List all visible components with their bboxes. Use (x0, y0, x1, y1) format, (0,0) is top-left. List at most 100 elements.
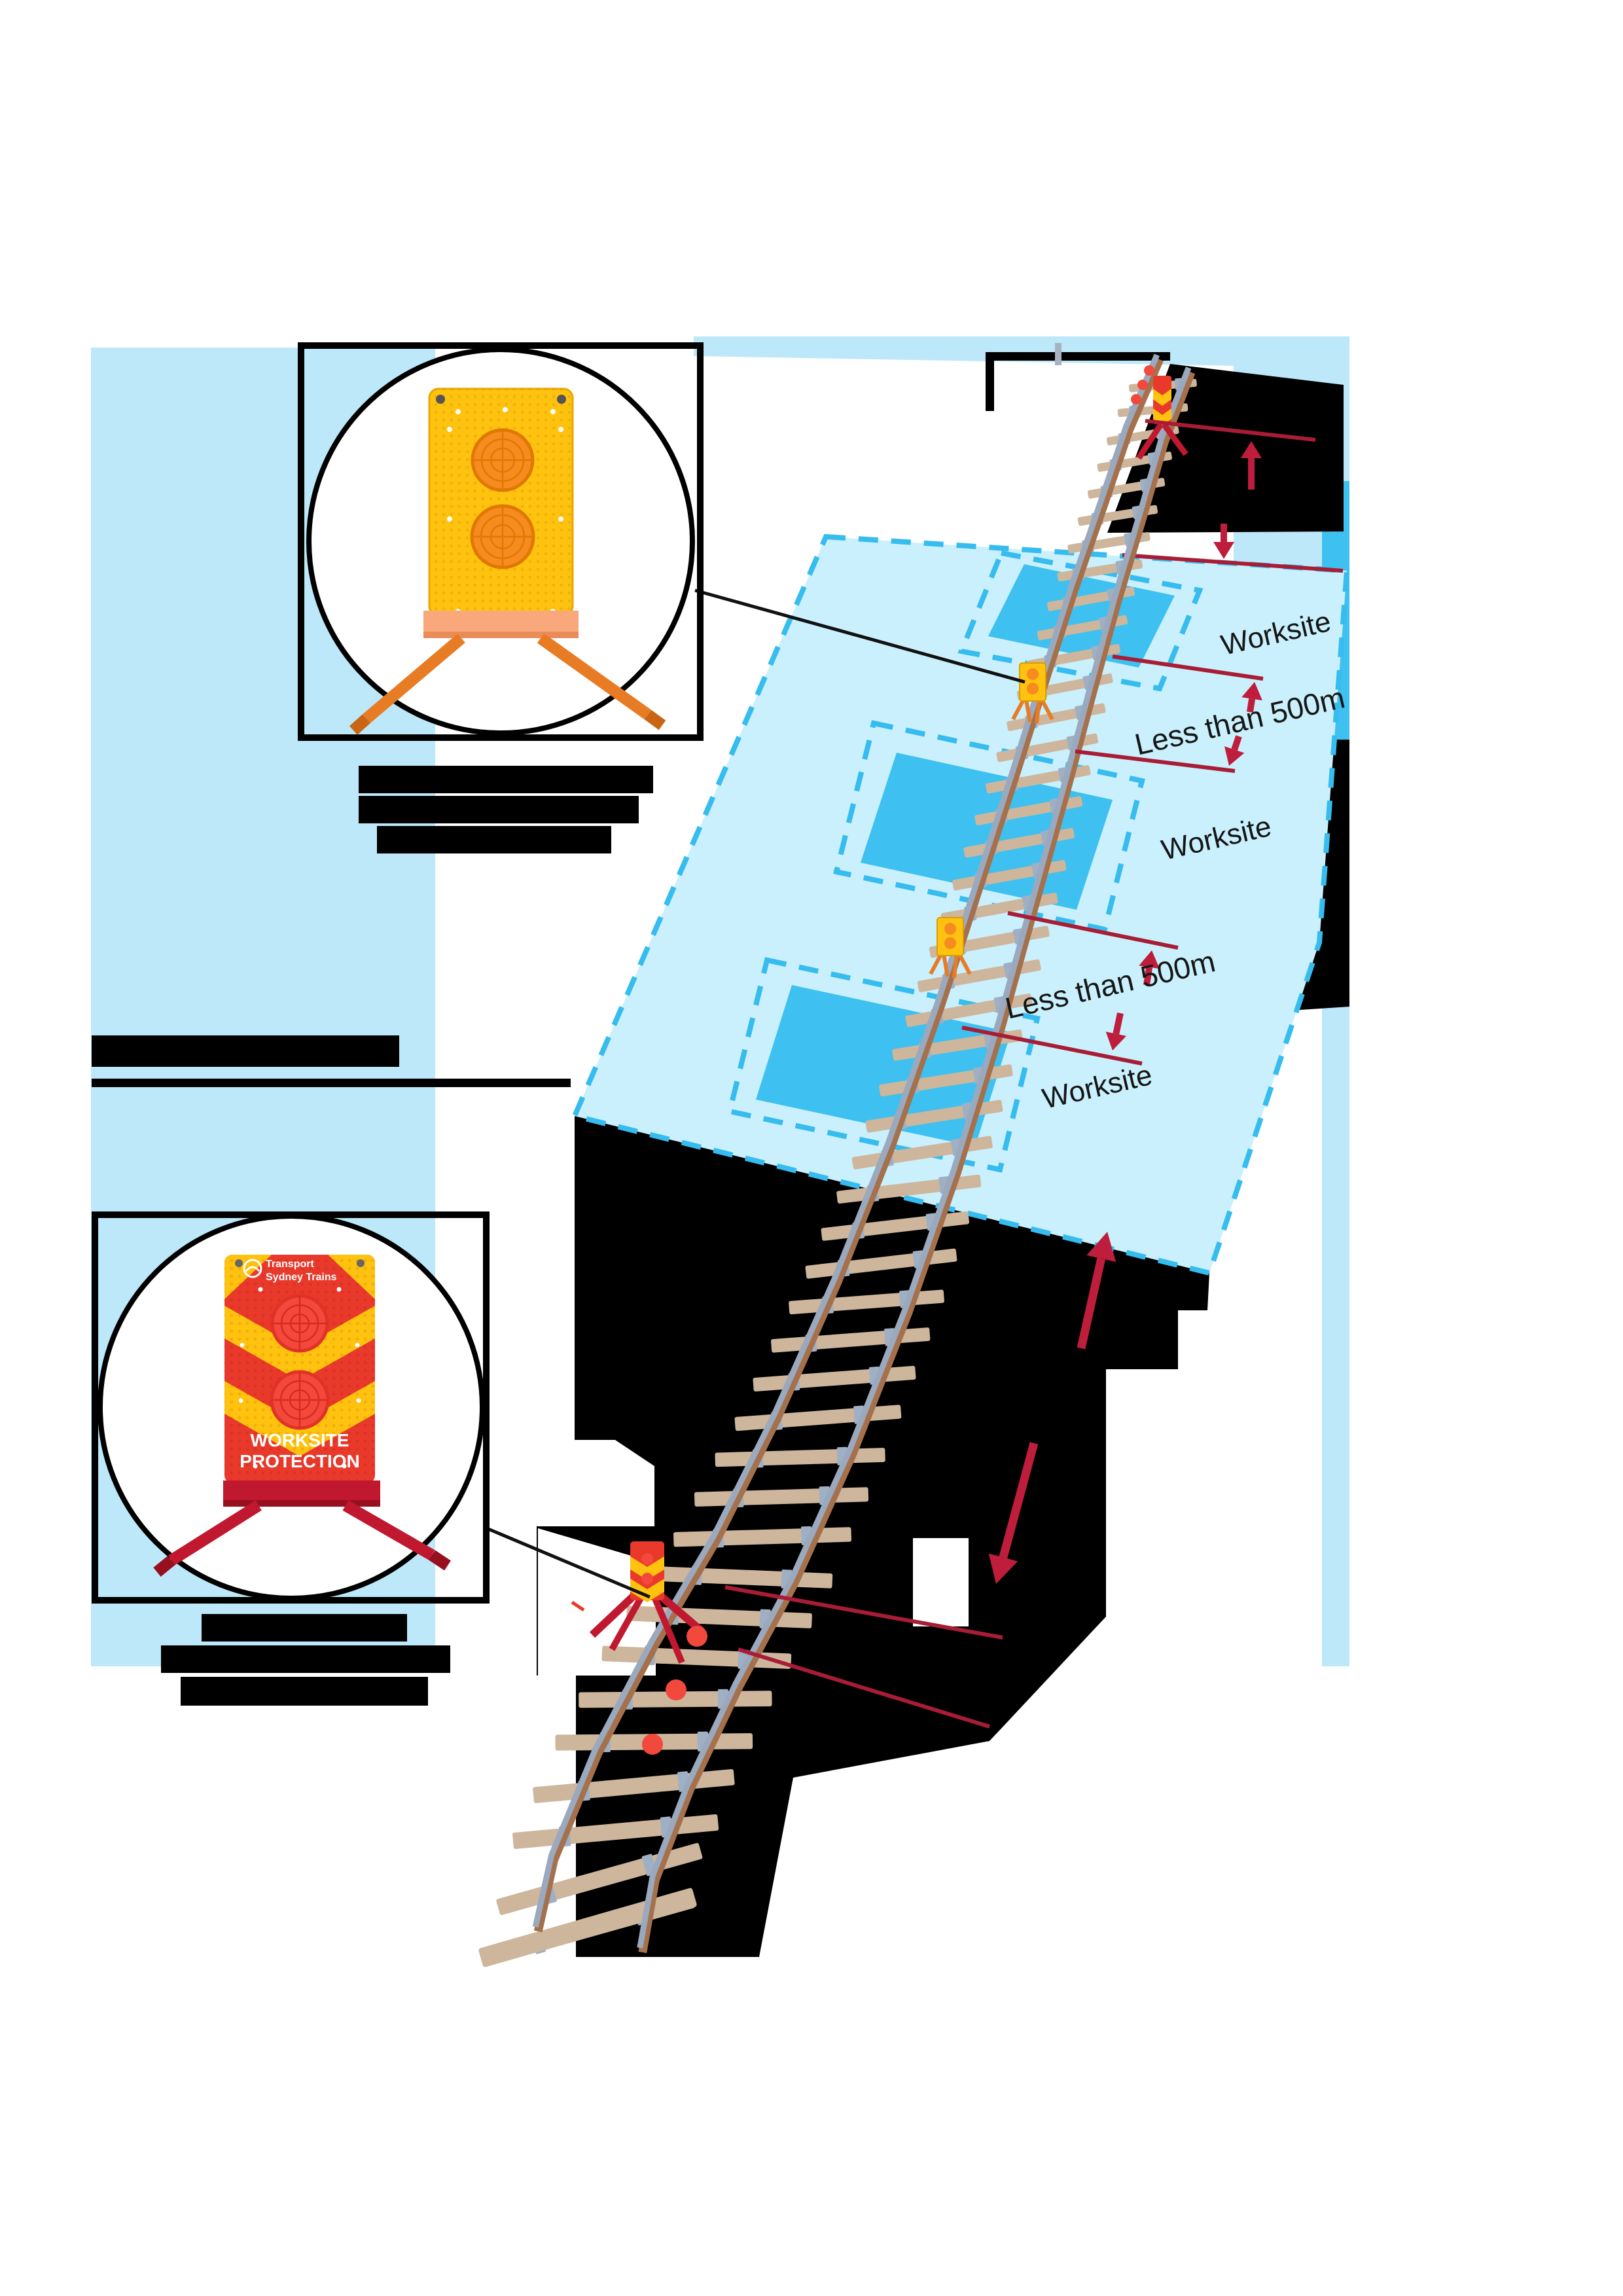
logo-text-2: Sydney Trains (266, 1272, 337, 1283)
protection-board-bottom (571, 1541, 704, 1664)
dimension-arrow-head (1105, 1031, 1127, 1050)
board-disc-icon (641, 1553, 653, 1565)
light-leg-icon (929, 953, 943, 975)
board-stand-base-edge (223, 1500, 380, 1507)
rail-shadow (638, 370, 1196, 1954)
board-leg-icon (1160, 420, 1188, 456)
chevron-stripe (630, 1579, 664, 1602)
stand-foot (644, 709, 666, 730)
inset1-frame (298, 342, 704, 741)
signal-pole (1055, 343, 1061, 365)
stand-foot (349, 714, 371, 735)
boundary-line (724, 1585, 1003, 1640)
light-leg-icon (1024, 699, 1032, 723)
mini-chevron-stripe (1153, 389, 1171, 406)
worksite3-dashed-outline (726, 957, 1041, 1173)
protection-board: Transport Sydney Trains WORKSITE PROTECT… (153, 1255, 451, 1577)
right-light-strip (1322, 1007, 1349, 1666)
logo-text-1: Transport (266, 1259, 314, 1270)
inset-warning-light-figure (298, 342, 704, 741)
white-pocket-sign (538, 1528, 656, 1676)
heading-rule (92, 1079, 571, 1087)
panel-texture (429, 389, 573, 615)
warning-light-board (349, 387, 666, 735)
caption2-text-block (202, 1614, 407, 1641)
stand-leg-icon (537, 633, 652, 720)
boundary-line (1145, 419, 1316, 442)
detonator-icon (666, 1679, 687, 1700)
dimension-arrow-shaft (1143, 966, 1153, 986)
mini-marker-stripe (571, 1600, 585, 1612)
dimension-arrow-head (1086, 1232, 1116, 1263)
stand-leg-icon (342, 1500, 435, 1560)
light-leg-icon (1040, 698, 1054, 721)
dimension-arrow-shaft (999, 1442, 1039, 1559)
board-rivets (238, 1287, 361, 1469)
dimension-arrow-shaft (1231, 735, 1242, 751)
black-frame-fragment-h (986, 352, 1170, 361)
detonator-icon (642, 1734, 663, 1755)
boundary-red-line-top-edge (1122, 553, 1344, 573)
stand-leg-icon (168, 1500, 262, 1566)
section-heading-block (92, 1035, 399, 1067)
detonator-icon (1137, 380, 1148, 390)
boundary-line (1007, 911, 1179, 950)
light-leg-icon (1035, 699, 1041, 724)
stand-leg-icon (363, 634, 465, 723)
callout-line-protection-board (488, 1527, 651, 1599)
transport-nsw-logo-icon (243, 1259, 262, 1278)
red-arrows (988, 441, 1262, 1584)
board-title-1: WORKSITE (251, 1430, 349, 1450)
obscured-text-blocks (92, 766, 653, 1706)
worksite3-block (756, 985, 1011, 1147)
dimension-arrow-head (1224, 746, 1245, 766)
dimension-arrow-head (988, 1553, 1018, 1584)
portable-warning-light-1 (1011, 662, 1054, 724)
dimension-arrow-shaft (1077, 1257, 1106, 1350)
dimension-arrow-head (1241, 682, 1262, 701)
boundary-line (961, 1026, 1143, 1066)
board-leg-icon (609, 1595, 645, 1651)
board-discs (270, 1294, 330, 1430)
rail-shadow (533, 357, 1164, 1933)
board-leg-icon (589, 1588, 641, 1638)
white-pocket-small (913, 1538, 969, 1626)
screw-icon (357, 1259, 365, 1267)
red-dimension-lines (724, 419, 1316, 1729)
dimension-arrow-shaft (1113, 1012, 1124, 1035)
inset-protection-board-figure: Transport Sydney Trains WORKSITE PROTECT… (92, 1211, 490, 1604)
light-stand-base-edge (423, 632, 579, 638)
boundary-line (738, 1647, 990, 1729)
worksite1-dashed-outline (957, 550, 1204, 692)
light-lens-icon (1027, 683, 1039, 694)
screw-icon (436, 395, 445, 404)
black-frame-fragment-v (986, 352, 994, 411)
light-leg-icon (942, 954, 950, 977)
light-body (936, 917, 964, 956)
portable-warning-light-2 (929, 917, 972, 978)
detonator-icon (687, 1626, 707, 1647)
worksite2-dashed-outline (833, 720, 1145, 933)
boundary-line (1075, 749, 1236, 773)
dimension-arrow-shaft (1247, 698, 1256, 713)
dimension-arrow-head (1139, 950, 1160, 969)
light-lens-icon (1027, 668, 1039, 680)
screw-icon (235, 1259, 243, 1267)
detonator-icon (1131, 394, 1141, 404)
detonator-icon (1144, 365, 1154, 376)
chevron-stripe (630, 1556, 664, 1580)
logo-arc (245, 1266, 260, 1272)
terminal-sleeper (478, 1888, 697, 1967)
caption2-text-block (181, 1677, 428, 1706)
caption1-text-block (359, 766, 653, 793)
detonators-bottom (642, 1626, 707, 1755)
light-lens-icon (944, 923, 956, 935)
light-leg-icon (1011, 698, 1026, 721)
stand-foot (429, 1550, 451, 1571)
stand-foot (153, 1556, 175, 1577)
board-title-2: PROTECTION (240, 1451, 360, 1471)
boundary-line (1112, 655, 1264, 681)
light-leg-icon (957, 953, 972, 975)
